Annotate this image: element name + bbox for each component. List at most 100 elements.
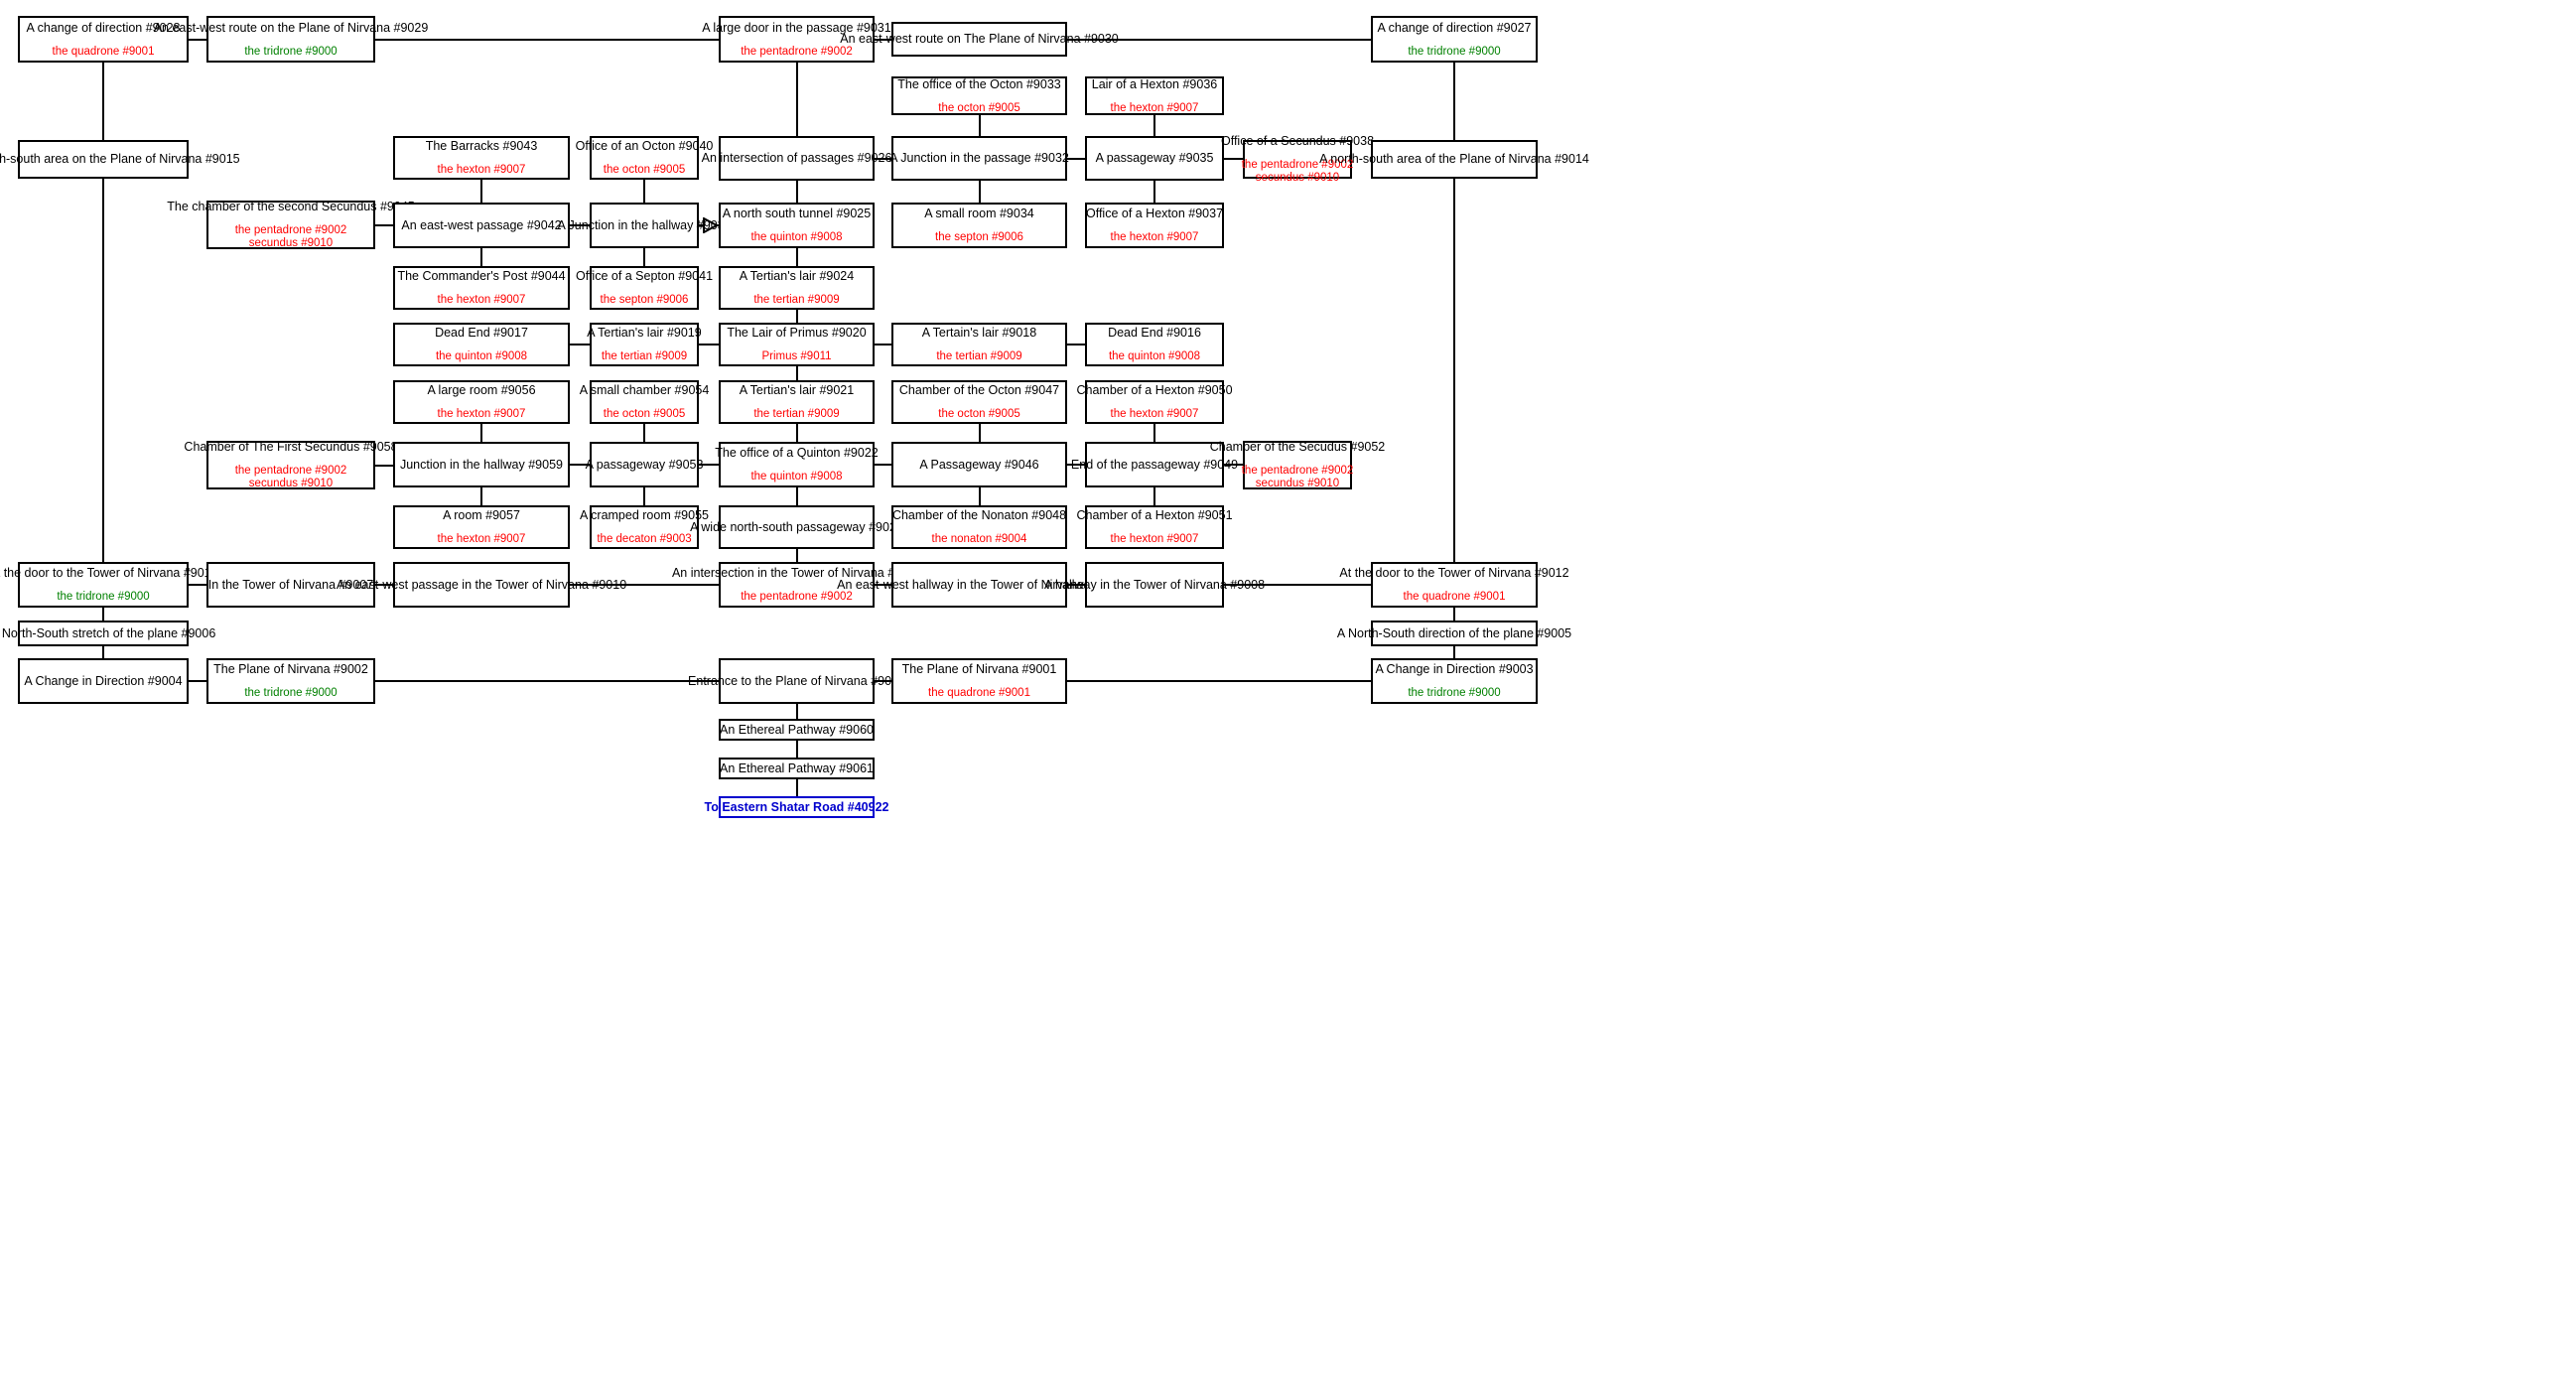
connector-n9013-n9006 [102, 608, 104, 621]
room-node-n9039[interactable]: A Junction in the hallway #9039 [557, 203, 732, 248]
room-title: A Tertian's lair #9024 [739, 269, 855, 283]
room-title: A Change in Direction #9003 [1375, 662, 1534, 676]
connector-n9015-n9013 [102, 179, 104, 562]
room-node-n9015[interactable]: A north-south area on the Plane of Nirva… [0, 140, 240, 179]
room-node-n9011[interactable]: An intersection in the Tower of Nirvana … [672, 562, 921, 608]
room-node-n9004[interactable]: A Change in Direction #9004 [18, 658, 189, 704]
room-node-n9006[interactable]: A North-South stretch of the plane #9006 [0, 621, 215, 646]
connector-n9018-n9016 [1067, 344, 1085, 346]
room-node-n9013[interactable]: At the door to the Tower of Nirvana #901… [0, 562, 218, 608]
room-node-n9059[interactable]: Junction in the hallway #9059 [393, 442, 570, 487]
room-node-n9014[interactable]: A north-south area of the Plane of Nirva… [1319, 140, 1589, 179]
connector-n9024-n9020 [795, 310, 798, 323]
connector-n9010-n9011 [570, 584, 719, 586]
room-title: The chamber of the second Secundus #9045 [167, 200, 415, 213]
connector-n9006-n9004 [102, 646, 104, 658]
room-node-n9053[interactable]: A passageway #9053 [586, 442, 703, 487]
room-occupant: the quinton #9008 [1108, 350, 1201, 362]
room-node-n9061[interactable]: An Ethereal Pathway #9061 [719, 758, 875, 779]
room-node-n9049[interactable]: End of the passageway #9049 [1071, 442, 1238, 487]
room-occupant: the tridrone #9000 [244, 45, 338, 58]
room-node-n9042[interactable]: An east-west passage #9042 [393, 203, 570, 248]
room-title: The Lair of Primus #9020 [727, 326, 867, 340]
room-node-n9030[interactable]: An east-west route on The Plane of Nirva… [840, 22, 1119, 57]
room-node-n9046[interactable]: A Passageway #9046 [891, 442, 1067, 487]
room-node-n9026[interactable]: An intersection of passages #9026 [702, 136, 891, 181]
room-node-n9008[interactable]: A hallway in the Tower of Nirvana #9008 [1044, 562, 1265, 608]
room-node-n9035[interactable]: A passageway #9035 [1085, 136, 1224, 181]
room-title: Chamber of The First Secundus #9058 [184, 440, 398, 454]
connector-n9007-n9010 [375, 584, 393, 586]
room-node-n9000[interactable]: Entrance to the Plane of Nirvana #9000 [688, 658, 905, 704]
room-node-n9007[interactable]: In the Tower of Nirvana #9007 [206, 562, 375, 608]
room-occupant: the pentadrone #9002 [234, 224, 347, 236]
room-title: A change of direction #9027 [1377, 20, 1532, 35]
room-node-n9023[interactable]: A wide north-south passageway #9023 [690, 505, 903, 549]
room-title: A cramped room #9055 [580, 508, 709, 522]
connector-n9009-n9008 [1067, 584, 1085, 586]
room-title: A north south tunnel #9025 [722, 207, 872, 220]
room-node-n9009[interactable]: An east-west hallway in the Tower of Nir… [837, 562, 1122, 608]
connector-n9059-n9053 [570, 464, 590, 466]
room-title: Office of a Septon #9041 [575, 269, 714, 283]
connector-n9025-n9024 [795, 248, 798, 266]
room-node-n9012[interactable]: At the door to the Tower of Nirvana #901… [1339, 562, 1569, 608]
room-occupant: the octon #9005 [603, 164, 686, 176]
connector-n9001-n9003 [1067, 680, 1371, 682]
room-node-n9029[interactable]: An east-west route on the Plane of Nirva… [154, 16, 428, 63]
room-node-n9045[interactable]: The chamber of the second Secundus #9045… [167, 200, 415, 249]
room-node-n9010[interactable]: An east-west passage in the Tower of Nir… [337, 562, 626, 608]
room-node-n40922[interactable]: To Eastern Shatar Road #40922 [705, 796, 888, 818]
room-title: An intersection of passages #9026 [701, 151, 892, 165]
connector-n9012-n9005 [1453, 608, 1455, 621]
connector-n9032-n9035 [1067, 157, 1085, 160]
room-occupant: the tertian #9009 [936, 350, 1022, 362]
room-node-n9005[interactable]: A North-South direction of the plane #90… [1337, 621, 1571, 646]
room-title: The office of a Quinton #9022 [715, 446, 879, 460]
connector-n9033-n9032 [978, 115, 981, 136]
connector-n9045-n9042 [375, 223, 393, 226]
room-occupant-secondary: secundus #9010 [1255, 172, 1340, 184]
connector-n9053-n9055 [643, 487, 645, 505]
connector-n9017-n9019 [570, 344, 590, 346]
room-title: A Junction in the hallway #9039 [557, 217, 732, 232]
room-title: Lair of a Hexton #9036 [1091, 76, 1218, 91]
room-node-n9060[interactable]: An Ethereal Pathway #9060 [719, 719, 875, 741]
room-title: A Junction in the passage #9032 [889, 151, 1069, 165]
room-node-n9032[interactable]: A Junction in the passage #9032 [889, 136, 1069, 181]
